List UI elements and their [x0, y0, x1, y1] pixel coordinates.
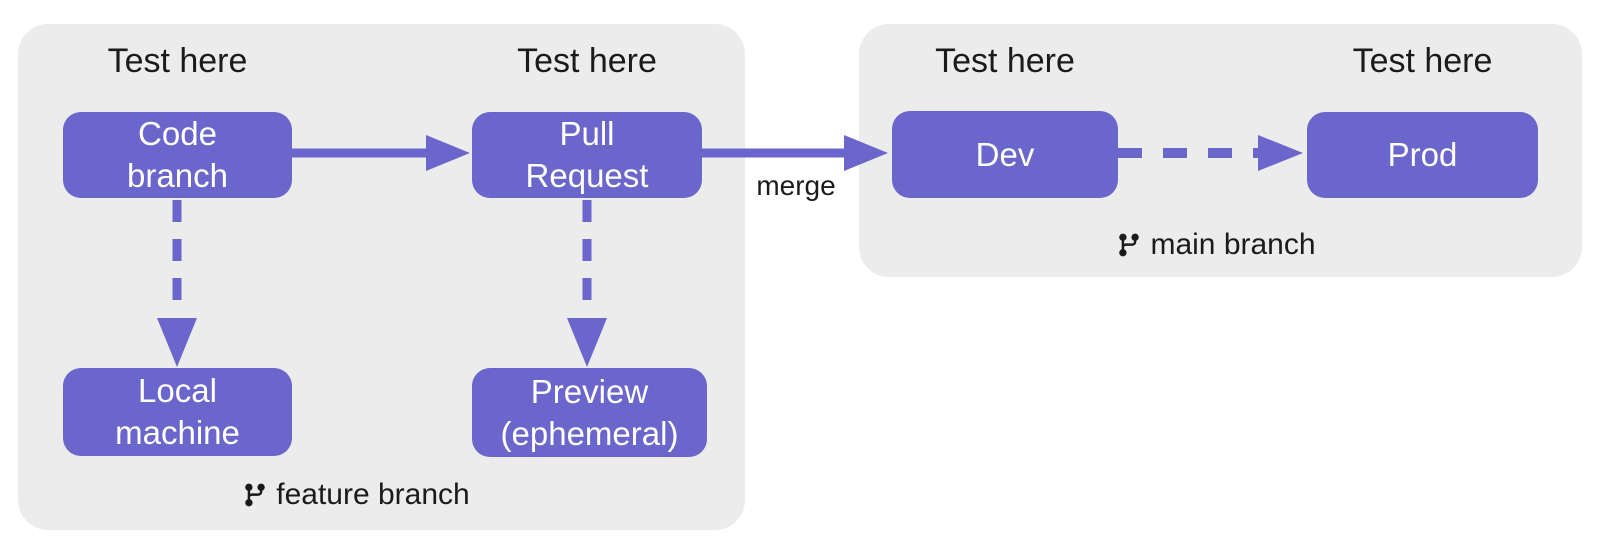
node-prod: Prod [1307, 112, 1538, 198]
merge-edge-label: merge [756, 170, 836, 201]
git-branch-icon [245, 483, 266, 507]
node-code-branch: Code branch [63, 112, 292, 198]
arrow-dev-to-prod-dashed [1118, 135, 1303, 171]
main-branch-label: main branch [1056, 228, 1376, 262]
arrow-code-to-pull-request [292, 135, 470, 171]
node-local-machine: Local machine [63, 368, 292, 456]
test-here-label-dev: Test here [935, 42, 1075, 80]
node-preview-ephemeral: Preview (ephemeral) [472, 368, 707, 457]
test-here-label-code-branch: Test here [107, 42, 248, 80]
git-branch-icon [1119, 233, 1140, 257]
node-dev: Dev [892, 111, 1118, 198]
node-pull-request: Pull Request [472, 112, 702, 198]
test-here-label-pull-request: Test here [517, 42, 657, 80]
arrow-code-to-local-dashed [157, 200, 197, 367]
arrow-pull-request-to-dev-merge [702, 135, 888, 171]
feature-branch-label-text: feature branch [276, 478, 470, 511]
main-branch-label-text: main branch [1150, 228, 1316, 261]
test-here-label-prod: Test here [1352, 42, 1493, 80]
arrow-pull-request-to-preview-dashed [567, 200, 607, 367]
feature-branch-label: feature branch [196, 478, 516, 512]
